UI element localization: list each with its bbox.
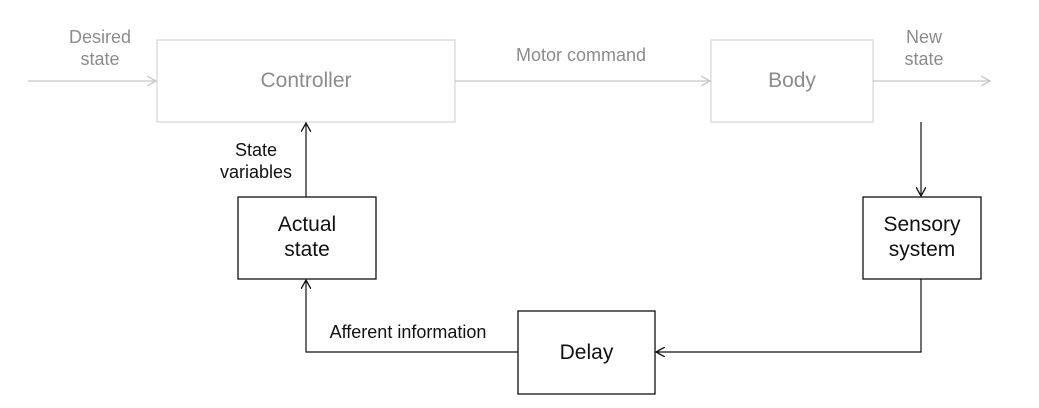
delay-to-actual-state-arrow [306, 280, 518, 353]
new-state-line2: state [904, 48, 944, 69]
actual-state-line2: state [284, 238, 330, 262]
actual-state-label: Actual state [238, 212, 376, 262]
sensory-system-line1: Sensory [883, 213, 961, 236]
new-state-label: New state [884, 27, 964, 70]
state-variables-line2: variables [219, 161, 293, 182]
sensory-system-line2: system [888, 238, 956, 262]
controller-label: Controller [260, 69, 352, 92]
delay-label: Delay [559, 341, 614, 364]
motor-command-label: Motor command [515, 45, 647, 65]
state-variables-label: State variables [206, 140, 306, 183]
sensory-system-block [862, 196, 982, 280]
sensory-system-label: Sensory system [863, 212, 981, 262]
afferent-information-label: Afferent information [329, 322, 487, 342]
new-state-line1: New [905, 27, 942, 47]
desired-state-line1: Desired [68, 27, 132, 47]
state-variables-line1: State [234, 140, 278, 160]
desired-state-label: Desired state [50, 27, 150, 70]
actual-state-line1: Actual [277, 213, 337, 236]
sensory-to-delay-arrow [656, 279, 922, 352]
desired-state-line2: state [80, 48, 120, 69]
body-label: Body [768, 69, 816, 92]
